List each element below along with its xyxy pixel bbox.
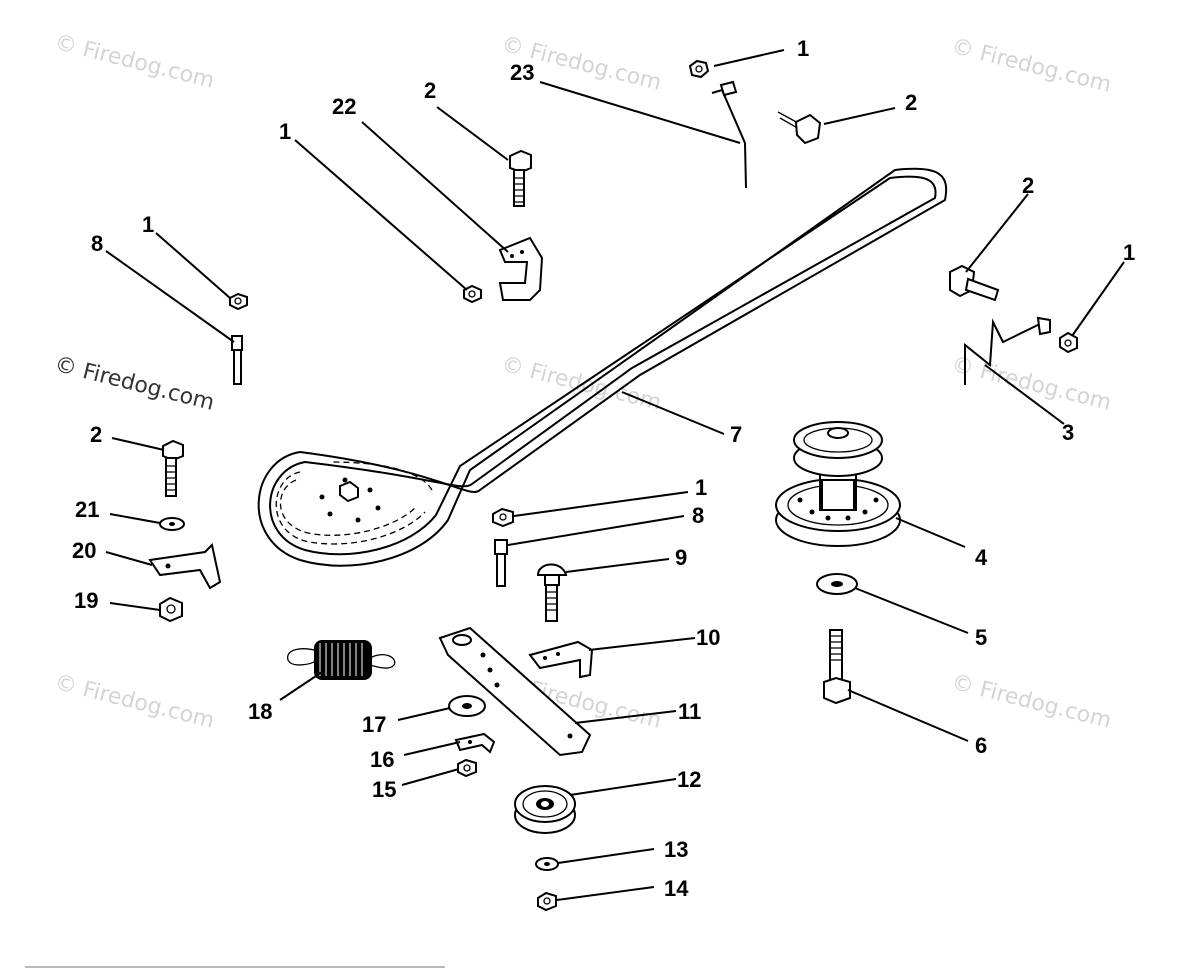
washer-17 — [448, 695, 486, 717]
nut-top — [688, 59, 710, 79]
callout-label: 10 — [696, 625, 720, 650]
callout-label: 19 — [74, 588, 98, 613]
callout-label: 1 — [279, 119, 291, 144]
bolt-right — [949, 264, 1000, 302]
callout-label: 2 — [90, 422, 102, 447]
footer-divider — [25, 966, 445, 968]
leader-lines — [105, 49, 1125, 901]
callout-label: 8 — [91, 231, 103, 256]
nut-left-top — [229, 292, 248, 311]
callout-label: 17 — [362, 712, 386, 737]
callout-label: 3 — [1062, 420, 1074, 445]
bracket-22 — [498, 236, 544, 301]
callout-label: 22 — [332, 94, 356, 119]
callout-label: 15 — [372, 777, 396, 802]
callout-label: 6 — [975, 733, 987, 758]
bracket-3 — [964, 316, 1051, 385]
nut-mid — [492, 507, 514, 528]
nut-14 — [537, 891, 557, 912]
drive-pulley-hub — [319, 477, 381, 523]
callout-label: 13 — [664, 837, 688, 862]
nut-right — [1059, 331, 1078, 354]
callout-label: 1 — [797, 36, 809, 61]
bolt-top-right — [777, 111, 822, 145]
callout-label: 4 — [975, 545, 988, 570]
belt — [257, 167, 948, 567]
callout-label: 1 — [142, 212, 154, 237]
bracket-23 — [711, 80, 747, 189]
callout-label: 1 — [695, 475, 707, 500]
callout-label: 11 — [678, 699, 701, 724]
bracket-10 — [528, 640, 594, 679]
carriage-bolt-9 — [536, 563, 568, 622]
callout-label: 20 — [72, 538, 96, 563]
nut-center — [463, 284, 482, 304]
callout-label: 16 — [370, 747, 394, 772]
stud-mid — [494, 539, 508, 587]
bolt-left-lower — [162, 439, 184, 497]
washer-13 — [535, 857, 559, 871]
callout-label: 12 — [677, 767, 701, 792]
callout-label: 2 — [1022, 173, 1034, 198]
spring-18 — [287, 640, 396, 680]
callout-label: 18 — [248, 699, 272, 724]
washer-5 — [816, 573, 858, 595]
pulley-4 — [775, 421, 901, 547]
callout-label: 21 — [75, 497, 99, 522]
stud-left — [231, 335, 243, 385]
bolt-top-center — [509, 149, 532, 207]
bracket-20 — [148, 542, 222, 590]
callout-label: 5 — [975, 625, 987, 650]
nut-19 — [159, 596, 183, 623]
callout-label: 23 — [510, 60, 534, 85]
bolt-6 — [823, 629, 851, 705]
clip-16 — [454, 732, 496, 754]
callout-label: 8 — [692, 503, 704, 528]
idler-arm-11 — [438, 626, 592, 757]
washer-21 — [159, 517, 185, 531]
nut-15 — [457, 758, 477, 778]
callout-label: 9 — [675, 545, 687, 570]
callout-label: 2 — [424, 78, 436, 103]
callout-label: 1 — [1123, 240, 1135, 265]
callout-label: 14 — [664, 876, 689, 901]
pulley-12 — [514, 785, 576, 834]
callout-label: 7 — [730, 422, 742, 447]
callout-label: 2 — [905, 90, 917, 115]
